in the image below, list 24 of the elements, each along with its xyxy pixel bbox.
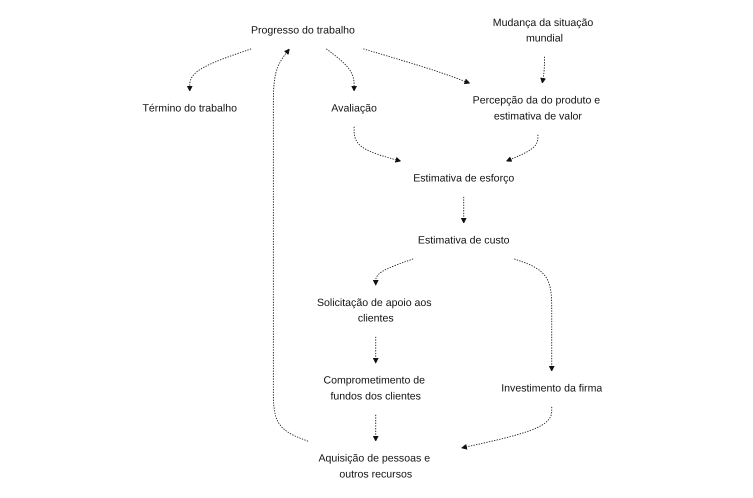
- arrow: [272, 48, 308, 442]
- arrow: [372, 258, 414, 286]
- arrow: [461, 406, 552, 450]
- node-text: Percepção da do produto e estimativa de valor: [472, 95, 600, 122]
- arrow: [372, 336, 379, 364]
- arrow: [372, 414, 379, 442]
- node-text: Mudança da situação mundial: [492, 17, 594, 44]
- node-text: Progresso do trabalho: [250, 25, 355, 36]
- arrow: [354, 126, 402, 163]
- arrow: [186, 48, 252, 92]
- node-text: Investimento da firma: [501, 383, 602, 394]
- arrow: [506, 134, 538, 162]
- node-text: Término do trabalho: [142, 103, 238, 114]
- arrow: [362, 48, 470, 84]
- node-text: Estimativa de custo: [418, 235, 510, 246]
- node-text: Avaliação: [331, 103, 377, 114]
- arrow: [326, 48, 358, 92]
- arrow: [460, 196, 467, 224]
- node-text: Aquisição de pessoas e outros recursos: [318, 453, 430, 480]
- arrow: [540, 56, 546, 84]
- node-text: Comprometimento de fundos dos clientes: [323, 375, 426, 402]
- node-text: Solicitação de apoio aos clientes: [316, 297, 432, 324]
- node-text: Estimativa de esforço: [413, 173, 514, 184]
- arrow: [514, 258, 555, 372]
